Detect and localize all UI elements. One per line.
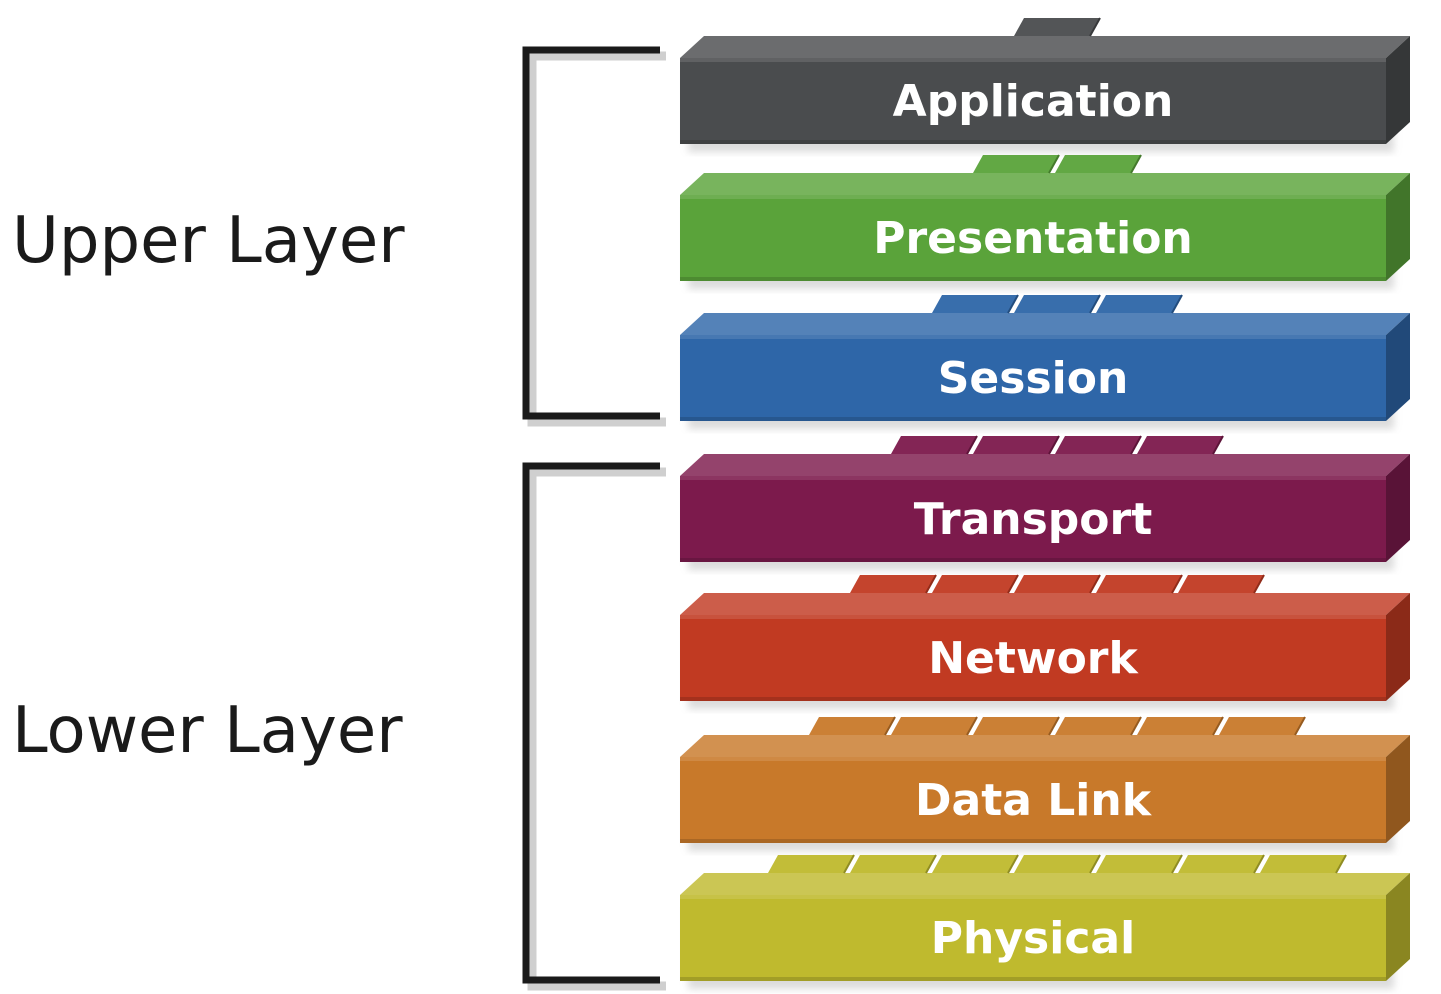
layer-application: Application [680, 17, 1410, 152]
layer-label-presentation: Presentation [873, 213, 1193, 264]
layer-stack: ApplicationPresentationSessionTransportN… [680, 17, 1410, 989]
layer-label-physical: Physical [931, 913, 1135, 964]
lower-layer-bracket [522, 462, 666, 991]
upper-layer-label: Upper Layer [12, 204, 405, 278]
upper-layer-bracket [522, 46, 666, 427]
layer-data-link: Data Link [680, 716, 1410, 851]
layer-physical: Physical [680, 854, 1410, 989]
layer-label-application: Application [893, 76, 1174, 127]
layer-label-data-link: Data Link [915, 775, 1153, 826]
layer-session: Session [680, 294, 1410, 429]
lower-layer-label: Lower Layer [12, 694, 403, 768]
layer-label-network: Network [928, 633, 1139, 684]
layer-label-session: Session [938, 353, 1129, 404]
layer-transport: Transport [680, 435, 1410, 570]
layer-presentation: Presentation [680, 154, 1410, 289]
layer-label-transport: Transport [914, 494, 1153, 545]
layer-network: Network [680, 574, 1410, 709]
